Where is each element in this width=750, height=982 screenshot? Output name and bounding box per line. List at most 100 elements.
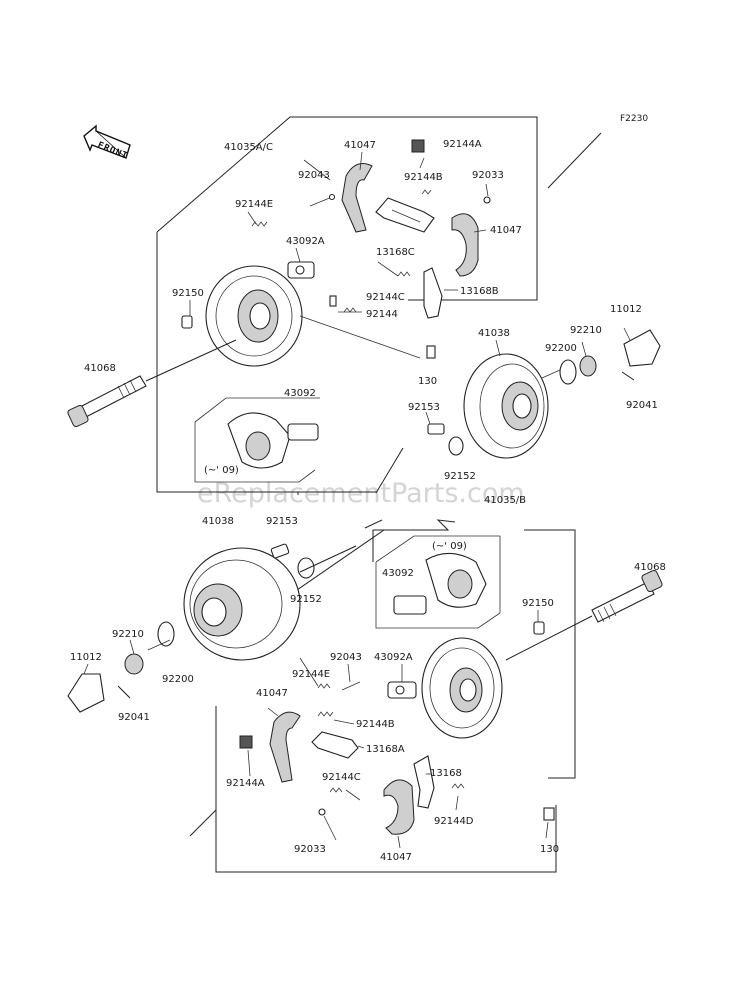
spring-92144E [251, 221, 268, 227]
label-92152-upper: 92152 [444, 471, 476, 482]
label-92152-lower: 92152 [290, 594, 322, 605]
label-130-upper: 130 [418, 376, 437, 387]
pin-92041-lower [117, 685, 131, 699]
label-92144B-upper: 92144B [404, 172, 443, 183]
watermark: eReplacementParts.com [197, 478, 525, 509]
label-92033-lower: 92033 [294, 844, 326, 855]
label-92144E-lower: 92144E [292, 669, 330, 680]
bolt-92144-pin [329, 295, 337, 307]
spring-92144C-lower [329, 787, 343, 793]
brake-shoe-lower-1 [269, 711, 301, 783]
label-92210-upper: 92210 [570, 325, 602, 336]
backing-plate-09-lower [393, 552, 487, 615]
spring-92144E-lower [317, 683, 331, 689]
bolt-92153-lower [270, 543, 290, 559]
spring-92144C [397, 271, 411, 277]
upper-assembly [67, 116, 661, 495]
backing-plate-09-upper [227, 412, 319, 469]
label-92150-upper: 92150 [172, 288, 204, 299]
label-92043-lower: 92043 [330, 652, 362, 663]
bolt-92150 [181, 315, 193, 329]
label-41068-lower: 41068 [634, 562, 666, 573]
wheel-cylinder-43092A-lower [387, 681, 417, 699]
lever-13168B [423, 267, 443, 319]
upper-labels: 41035A/C 41047 92144A 92043 92144B 92033… [84, 139, 658, 482]
bolt-92150-lower [533, 621, 545, 635]
seal-92152-upper [448, 436, 464, 456]
backing-plate-upper [205, 265, 303, 367]
label-92150-lower: 92150 [522, 598, 554, 609]
lower-assembly [67, 519, 663, 873]
pin-92043-lower [341, 681, 361, 691]
label-92043-upper: 92043 [298, 170, 330, 181]
axle-lower [505, 569, 663, 661]
label-92210-lower: 92210 [112, 629, 144, 640]
label-43092A-upper: 43092A [286, 236, 325, 247]
clip-92033 [483, 196, 491, 204]
diagram-code: F2230 [620, 114, 648, 124]
label-43092-lower: 43092 [382, 568, 414, 579]
label-43092-upper: 43092 [284, 388, 316, 399]
wheel-cylinder-43092A [287, 261, 315, 279]
adjuster-13168A [311, 731, 359, 759]
label-92144B-lower: 92144B [356, 719, 395, 730]
brake-shoe-upper-2 [451, 213, 479, 277]
front-arrow-icon: FRONT [83, 124, 131, 162]
cap-11012-lower [67, 673, 105, 713]
label-41035AC: 41035A/C [224, 142, 273, 153]
label-92041-upper: 92041 [626, 400, 658, 411]
label-41038-upper: 41038 [478, 328, 510, 339]
label-92144: 92144 [366, 309, 398, 320]
seal-92152-lower [297, 557, 315, 579]
clip-92144A [411, 139, 425, 153]
backing-plate-lower [421, 637, 503, 739]
label-92144A-lower: 92144A [226, 778, 265, 789]
nut-92210-upper [579, 355, 597, 377]
clip-92033-lower [318, 808, 326, 816]
label-41035B: 41035/B [484, 495, 526, 506]
label-92144A-upper: 92144A [443, 139, 482, 150]
washer-92200-lower [157, 621, 175, 647]
label-92200-upper: 92200 [545, 343, 577, 354]
spring-92144B-lower [317, 711, 334, 717]
bolt-130-upper [426, 345, 436, 359]
label-92144E-upper: 92144E [235, 199, 273, 210]
brake-shoe-lower-2 [383, 779, 415, 835]
label-41068-upper: 41068 [84, 363, 116, 374]
spring-92144B [421, 189, 432, 195]
label-41047-top: 41047 [344, 140, 376, 151]
label-11012-lower: 11012 [70, 652, 102, 663]
spring-92144D [451, 783, 465, 789]
pin-92041-upper [621, 371, 635, 381]
spring-92144 [343, 307, 357, 313]
label-130-lower: 130 [540, 844, 559, 855]
lower-labels: 41038 92153 41035/B (~' 09) 43092 41068 … [70, 495, 666, 863]
bolt-130-lower [543, 807, 555, 821]
label-92033-upper: 92033 [472, 170, 504, 181]
label-41038-lower: 41038 [202, 516, 234, 527]
bolt-92153-upper [427, 423, 445, 435]
label-92153-upper: 92153 [408, 402, 440, 413]
label-41047-lower: 41047 [256, 688, 288, 699]
label-92144C-lower: 92144C [322, 772, 361, 783]
washer-92200-upper [559, 359, 577, 385]
label-09-upper: (~' 09) [204, 465, 239, 476]
label-92144D: 92144D [434, 816, 474, 827]
brake-drum-upper [463, 353, 549, 459]
pin-92043 [309, 196, 333, 207]
label-11012-upper: 11012 [610, 304, 642, 315]
brake-shoe-upper-1 [341, 163, 373, 233]
label-13168A: 13168A [366, 744, 405, 755]
cap-11012-upper [623, 329, 661, 367]
label-13168C: 13168C [376, 247, 415, 258]
label-13168B: 13168B [460, 286, 499, 297]
brake-drum-lower [183, 547, 301, 661]
adjuster-13168C [375, 197, 435, 233]
label-92200-lower: 92200 [162, 674, 194, 685]
axle-upper [67, 339, 237, 428]
label-92144C-upper: 92144C [366, 292, 405, 303]
lever-13168 [413, 755, 435, 809]
label-41047-right: 41047 [490, 225, 522, 236]
clip-92144A-lower [239, 735, 253, 749]
